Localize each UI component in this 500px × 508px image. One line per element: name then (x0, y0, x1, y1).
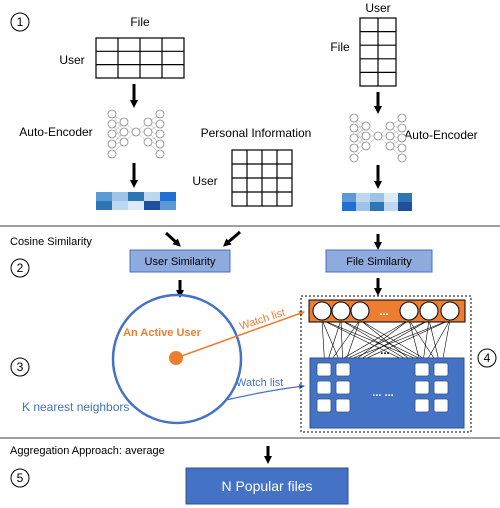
right-file-user-matrix (359, 17, 397, 87)
step-1-marker: 1 (10, 12, 30, 32)
knn-label: K nearest neighbors (22, 400, 129, 414)
arrow-personal-to-user-sim (222, 230, 241, 247)
user-similarity-label: User Similarity (145, 256, 216, 268)
popular-files-label: N Popular files (221, 478, 312, 494)
aggregation-label: Aggregation Approach: average (10, 445, 165, 457)
orange-row-ellipsis: ... (379, 306, 388, 318)
file-similarity-box: File Similarity (325, 249, 433, 273)
file-network-frame (300, 295, 472, 433)
right-matrix-top-label: User (365, 1, 390, 15)
right-autoencoder-icon (349, 113, 407, 163)
left-user-file-matrix (95, 37, 185, 79)
right-matrix-side-label: File (330, 40, 350, 54)
step-5-marker: 5 (10, 468, 30, 488)
personal-info-title: Personal Information (201, 126, 312, 140)
right-autoencoder-label: Auto-Encoder (404, 128, 477, 142)
watch-list-blue-label: Watch list (236, 377, 283, 389)
cosine-similarity-label: Cosine Similarity (10, 236, 92, 248)
personal-info-side-label: User (192, 174, 217, 188)
watched-files-row: ... (308, 299, 466, 323)
arrow-left-vector-to-user-sim (164, 231, 181, 247)
file-similarity-label: File Similarity (346, 256, 412, 268)
left-matrix-top-label: File (130, 15, 150, 29)
step-3-marker: 3 (10, 357, 30, 377)
right-embedding-vector (342, 193, 412, 211)
watch-list-link-orange (175, 310, 305, 359)
active-user-label: An Active User (123, 327, 202, 339)
network-ellipsis: ... (380, 345, 389, 357)
step-3-label: 3 (17, 360, 24, 374)
watch-list-orange-label: Watch list (238, 307, 287, 333)
blue-block-ellipsis: ... ... (372, 387, 393, 399)
watch-list-link-blue (225, 383, 305, 401)
k-nearest-neighbors-circle (111, 293, 243, 425)
step-4-marker: 4 (477, 348, 497, 368)
step-4-label: 4 (484, 351, 491, 365)
step-1-label: 1 (17, 15, 24, 29)
left-embedding-vector (96, 192, 176, 210)
step-2-label: 2 (17, 261, 24, 275)
step-5-label: 5 (17, 471, 24, 485)
step-2-marker: 2 (10, 258, 30, 278)
left-autoencoder-label: Auto-Encoder (19, 125, 92, 139)
user-similarity-box: User Similarity (129, 249, 231, 273)
neighbor-files-block: ... ... (309, 357, 465, 429)
personal-info-matrix (231, 149, 293, 207)
left-autoencoder-icon (107, 109, 165, 159)
popular-files-box: N Popular files (185, 467, 349, 505)
left-matrix-side-label: User (59, 53, 84, 67)
